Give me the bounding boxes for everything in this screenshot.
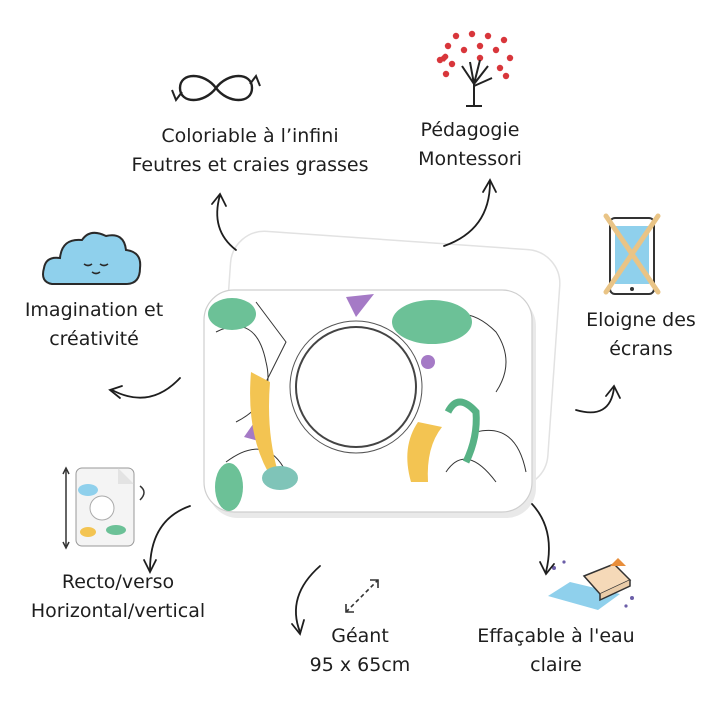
feature-infinite-line2: Feutres et craies grasses <box>131 154 369 176</box>
placemat-illustration <box>196 230 568 522</box>
feature-infinite-label: Coloriable à l’infini Feutres et craies … <box>120 122 380 180</box>
feature-erasable-line2: claire <box>530 654 582 676</box>
arrow-imagination <box>108 377 181 399</box>
feature-montessori-label: Pédagogie Montessori <box>400 116 540 174</box>
feature-giant-line1: Géant <box>331 625 389 647</box>
feature-recto-line2: Horizontal/vertical <box>30 600 206 622</box>
feature-recto-label: Recto/verso Horizontal/vertical <box>18 568 218 626</box>
double-sided-sheet-icon <box>56 462 150 552</box>
diagonal-resize-arrow-icon <box>342 576 382 616</box>
feature-imagination-line2: créativité <box>49 328 139 350</box>
feature-erasable-line1: Effaçable à l'eau <box>477 625 635 647</box>
crossed-tablet-icon <box>602 210 662 296</box>
feature-montessori-line2: Montessori <box>418 148 522 170</box>
feature-giant-label: Géant 95 x 65cm <box>280 622 440 680</box>
hand-tree-hearts-icon <box>430 28 520 108</box>
feature-imagination-label: Imagination et créativité <box>4 296 184 354</box>
feature-montessori-line1: Pédagogie <box>420 119 520 141</box>
arrow-recto <box>143 505 191 575</box>
infinity-icon <box>166 66 266 110</box>
feature-imagination-line1: Imagination et <box>24 299 164 321</box>
sponge-water-icon <box>540 554 640 614</box>
feature-screens-line1: Eloigne des <box>586 309 696 331</box>
arrow-screens <box>575 384 621 414</box>
feature-screens-label: Eloigne des écrans <box>566 306 716 364</box>
feature-giant-line2: 95 x 65cm <box>309 654 411 676</box>
feature-recto-line1: Recto/verso <box>61 571 175 593</box>
feature-erasable-label: Effaçable à l'eau claire <box>456 622 656 680</box>
feature-infinite-line1: Coloriable à l’infini <box>161 125 339 147</box>
feature-screens-line2: écrans <box>609 338 673 360</box>
cloud-icon <box>38 226 148 290</box>
